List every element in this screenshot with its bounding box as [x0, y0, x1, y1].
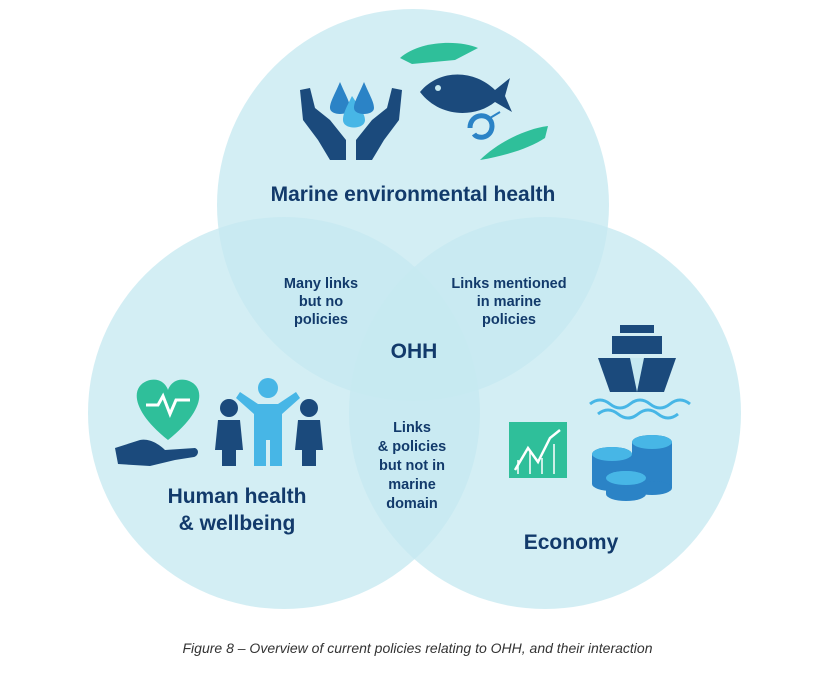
overlap-bottom-line1: Links [393, 420, 431, 436]
circle-economy [349, 217, 741, 609]
overlap-top-left-line1: Many links [284, 276, 358, 292]
hands-water-icon [300, 82, 402, 160]
venn-diagram: Marine environmental health Human health… [88, 9, 741, 609]
economy-label: Economy [524, 531, 619, 554]
overlap-bottom-line5: domain [386, 496, 438, 512]
ship-icon [589, 325, 691, 420]
overlap-top-right-line1: Links mentioned [451, 276, 566, 292]
overlap-bottom-line3: but not in [379, 458, 445, 474]
coins-icon [592, 435, 672, 501]
overlap-top-left-line2: but no [299, 294, 343, 310]
marine-label: Marine environmental health [271, 183, 556, 206]
human-label-line1: Human health [168, 485, 307, 508]
chart-icon [509, 422, 567, 478]
overlap-top-right-line2: in marine [477, 294, 541, 310]
overlap-top-left-line3: policies [294, 312, 348, 328]
people-icon [215, 378, 323, 466]
human-label-line2: & wellbeing [179, 512, 296, 535]
overlap-bottom-line2: & policies [378, 439, 447, 455]
fish-icon [400, 42, 512, 113]
figure-caption: Figure 8 – Overview of current policies … [182, 640, 653, 656]
center-ohh-label: OHH [391, 340, 438, 363]
overlap-top-right-line3: policies [482, 312, 536, 328]
shrimp-icon [467, 111, 548, 160]
overlap-bottom-line4: marine [388, 477, 436, 493]
heart-health-icon [115, 379, 200, 466]
